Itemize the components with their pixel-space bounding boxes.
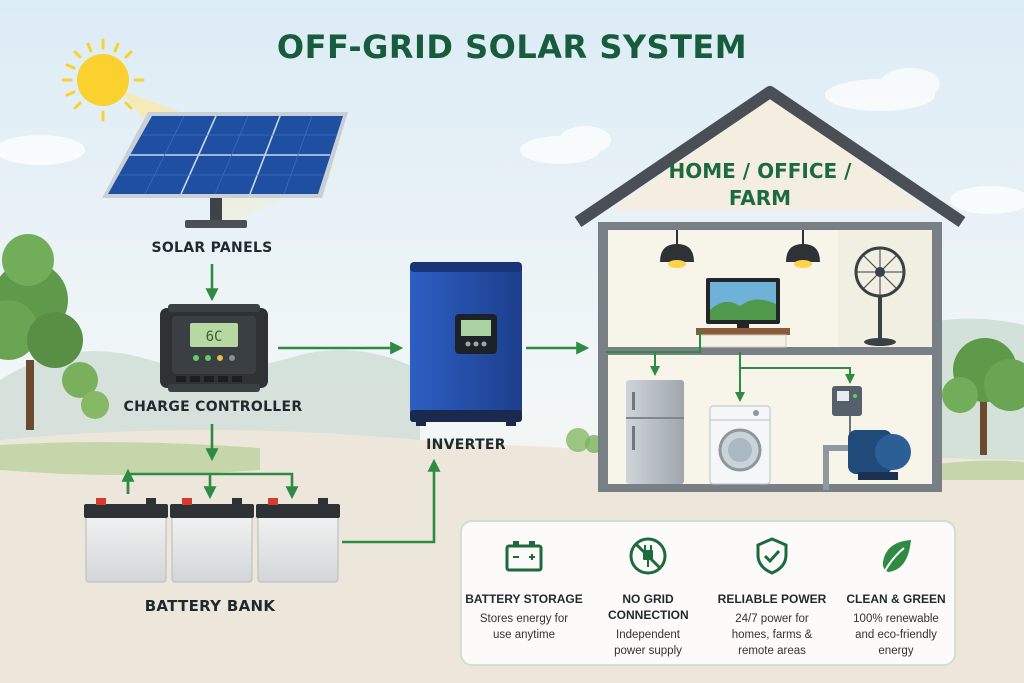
tv-icon <box>696 278 790 348</box>
inverter-label: INVERTER <box>426 437 506 453</box>
benefit-no-grid: NO GRID CONNECTION Independent power sup… <box>586 522 710 668</box>
tree-left <box>0 234 109 430</box>
solar-panel-icon <box>102 112 348 228</box>
benefit-title: NO GRID CONNECTION <box>608 592 689 622</box>
fan-icon <box>854 246 906 346</box>
flow-arrows <box>121 264 855 544</box>
benefits-panel: BATTERY STORAGE Stores energy for use an… <box>460 520 956 666</box>
benefit-description: 24/7 power for homes, farms & remote are… <box>731 613 813 657</box>
benefit-description: Stores energy for use anytime <box>479 613 569 641</box>
benefit-battery-storage: BATTERY STORAGE Stores energy for use an… <box>462 522 586 668</box>
controller-display: 6C <box>206 329 223 345</box>
ceiling-lamp-icon <box>786 230 820 268</box>
house-label: HOME / OFFICE / FARM <box>660 158 860 212</box>
charge-controller-label: CHARGE CONTROLLER <box>123 399 303 415</box>
solar-panels-label: SOLAR PANELS <box>151 240 273 256</box>
leaf-icon <box>882 540 911 572</box>
cloud <box>0 68 1024 214</box>
ceiling-lamp-icon <box>660 230 694 268</box>
benefit-description: 100% renewable and eco-friendly energy <box>853 613 939 657</box>
battery-icon <box>505 541 543 572</box>
charge-controller-icon: 6C <box>160 304 268 392</box>
benefit-title: BATTERY STORAGE <box>465 592 583 606</box>
no-plug-icon <box>629 537 667 575</box>
benefit-clean-green: CLEAN & GREEN 100% renewable and eco-fri… <box>834 522 958 668</box>
benefit-description: Independent power supply <box>614 629 682 657</box>
benefit-reliable-power: RELIABLE POWER 24/7 power for homes, far… <box>710 522 834 668</box>
battery-bank-label: BATTERY BANK <box>144 597 276 615</box>
page-title: OFF-GRID SOLAR SYSTEM <box>276 28 748 66</box>
shield-check-icon <box>756 537 788 575</box>
house-label-line2: FARM <box>728 186 792 210</box>
house-label-line1: HOME / OFFICE / <box>668 159 852 183</box>
washing-machine-icon <box>709 405 771 485</box>
battery-bank-icon <box>84 498 340 583</box>
benefit-title: RELIABLE POWER <box>717 592 827 606</box>
tree-right <box>942 338 1024 455</box>
water-pump-icon <box>823 386 911 490</box>
fridge-icon <box>626 380 684 484</box>
inverter-icon <box>410 262 522 426</box>
benefit-title: CLEAN & GREEN <box>846 592 946 606</box>
